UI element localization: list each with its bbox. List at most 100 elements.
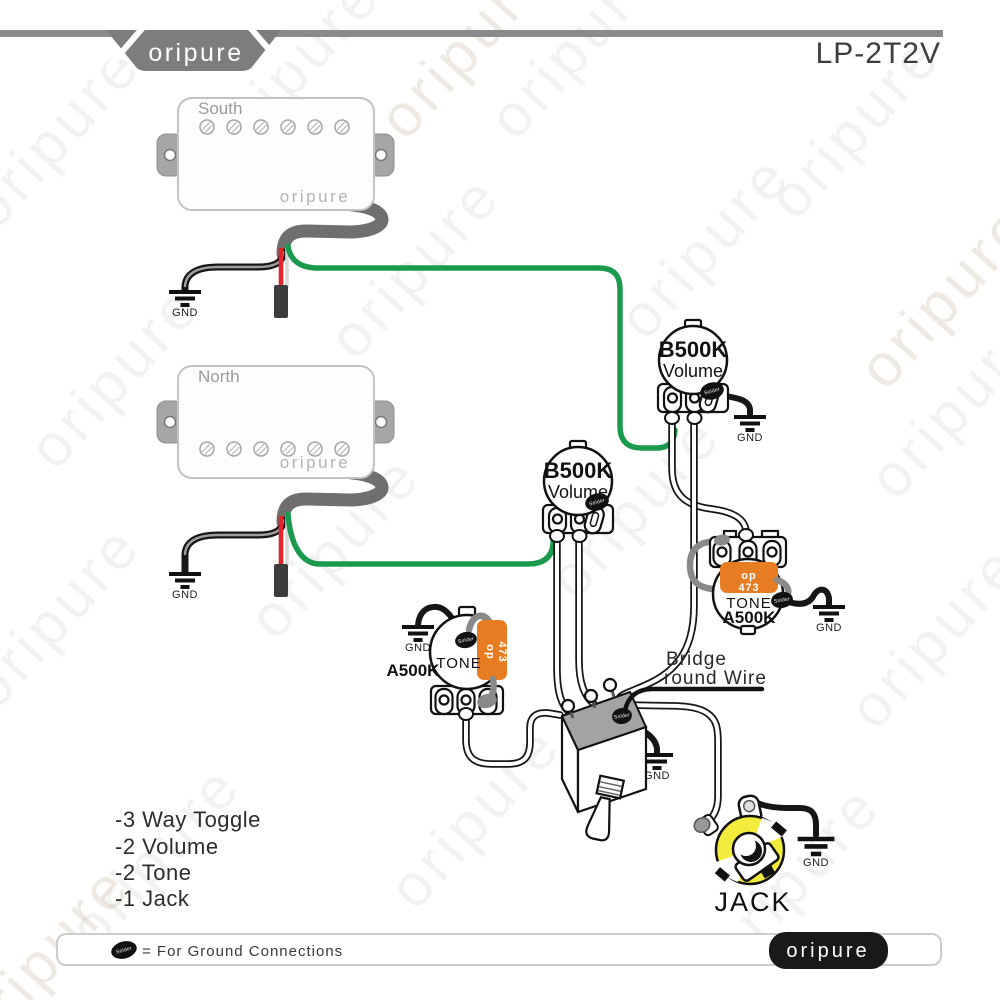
pot-bottom-tab — [739, 624, 757, 636]
solder-point: Solder — [455, 631, 477, 649]
legend-bar: Solder = For Ground Connections — [56, 933, 942, 966]
pole-piece — [199, 441, 215, 457]
switch-pins — [560, 677, 618, 719]
pot-value: A500K — [387, 661, 441, 680]
svg-text:Solder: Solder — [703, 386, 720, 396]
jack-contact-mark — [771, 821, 787, 837]
feature-item: -2 Volume — [115, 834, 219, 859]
svg-text:Solder: Solder — [115, 945, 132, 955]
pot-tone-neck: op 473 TONE A500K Solder — [387, 605, 508, 721]
pole-piece — [253, 119, 269, 135]
pole-piece — [307, 119, 323, 135]
solder-point: Solder — [771, 591, 793, 609]
header: oripure LP-2T2V — [0, 22, 943, 71]
switch-shaft-and-knob — [585, 774, 626, 842]
ground-label: GND — [644, 770, 670, 782]
south-hot-wire-green — [285, 243, 678, 451]
cap-brand: op — [484, 644, 496, 659]
pot-function: TONE — [726, 595, 771, 612]
cap-lead-ferrule — [477, 693, 497, 709]
switch-threaded-shaft — [595, 774, 626, 800]
solder-point: Solder — [585, 493, 609, 511]
wire-ferrule — [686, 411, 703, 425]
jack-label: JACK — [714, 887, 791, 917]
annotation-pointer-line — [622, 686, 765, 713]
pole-piece — [226, 119, 242, 135]
brand-logo-text: oripure — [148, 39, 243, 67]
tone2-ground-wire — [786, 586, 832, 608]
legend-text: = For Ground Connections — [142, 943, 343, 960]
svg-text:oripure: oripure — [0, 511, 154, 721]
jack-hole-highlight — [736, 836, 756, 856]
pot-body — [657, 324, 729, 396]
ground-label: GND — [803, 857, 829, 869]
pickup-brand-text: oripure — [280, 453, 350, 472]
pot-tone-bridge: op 473 TONE A500K Solder — [686, 528, 793, 636]
ground-label: GND — [737, 432, 763, 444]
south-ground-wire — [181, 248, 287, 294]
header-bar — [0, 30, 943, 37]
ground-label: GND — [172, 307, 198, 319]
badge-slash-left — [105, 22, 149, 70]
north-hot-wire-green — [285, 511, 557, 567]
solder-point: Solder — [612, 707, 632, 725]
legend-solder-icon: Solder — [111, 941, 137, 959]
cap-lead-ferrule — [714, 534, 730, 546]
legend-container — [56, 933, 942, 966]
feature-item: -1 Jack — [115, 886, 190, 911]
svg-text:Solder: Solder — [774, 596, 791, 605]
ground-label: GND — [405, 642, 431, 654]
switch-pin — [602, 677, 618, 693]
ground-symbol-tone1 — [400, 625, 436, 642]
south-pickup-cable — [276, 198, 389, 261]
south-taped-lead-stub — [274, 285, 288, 318]
footer-brand-button: oripure — [769, 932, 888, 969]
wire-ferrule — [738, 528, 754, 542]
svg-text:Solder: Solder — [458, 636, 475, 645]
pot-value: B500K — [544, 458, 613, 483]
wire-ferrule — [458, 707, 474, 721]
pickup-south: South oripure — [156, 97, 395, 211]
pot-volume-bridge: B500K Volume Solder — [656, 318, 730, 425]
badge-slash-right — [244, 22, 288, 70]
brand-badge — [106, 30, 281, 71]
wire-ferrule — [664, 411, 680, 425]
footer-brand-text: oripure — [786, 940, 869, 962]
switch-tip-knob — [585, 796, 611, 842]
north-pickup-cable — [276, 466, 389, 529]
pickup-brand-text: oripure — [280, 187, 350, 206]
cap-lead-top — [465, 612, 493, 634]
pot-function: TONE — [436, 655, 481, 672]
ground-symbol-vol1 — [732, 415, 768, 432]
pole-piece — [334, 119, 350, 135]
svg-text:Solder: Solder — [614, 712, 631, 721]
pickup-north: North oripure — [156, 365, 395, 479]
footer-brand-pill — [769, 932, 888, 969]
cap-brand: op — [741, 570, 756, 582]
north-ground-wire — [181, 516, 287, 576]
jack-ground-wire — [751, 798, 819, 838]
model-number: LP-2T2V — [816, 37, 941, 70]
wire-tone1-to-switch — [464, 710, 562, 766]
feature-item: -3 Way Toggle — [115, 807, 261, 832]
pickup-label-south: South — [198, 99, 242, 118]
svg-text:Solder: Solder — [588, 497, 605, 507]
cap-lead-left — [686, 538, 728, 593]
jack-contact-mark — [760, 865, 776, 879]
pot-value: A500K — [723, 608, 777, 627]
svg-text:oripure: oripure — [606, 141, 804, 351]
svg-text:oripure: oripure — [0, 31, 154, 241]
jack-contact-mark — [714, 867, 730, 882]
solder-point: Solder — [700, 382, 724, 400]
pot-function: Volume — [663, 361, 723, 381]
cap-value: 473 — [738, 582, 759, 594]
svg-text:oripure: oripure — [836, 531, 1000, 741]
wire-switch-to-jack — [608, 700, 720, 826]
ground-symbol-tone2 — [811, 605, 847, 622]
ground-label: GND — [816, 622, 842, 634]
feature-item: -2 Tone — [115, 860, 191, 885]
jack-wire-ferrule — [693, 816, 711, 834]
toggle-switch: Solder — [560, 677, 648, 842]
features-list: -3 Way Toggle -2 Volume -2 Tone -1 Jack — [115, 807, 261, 911]
